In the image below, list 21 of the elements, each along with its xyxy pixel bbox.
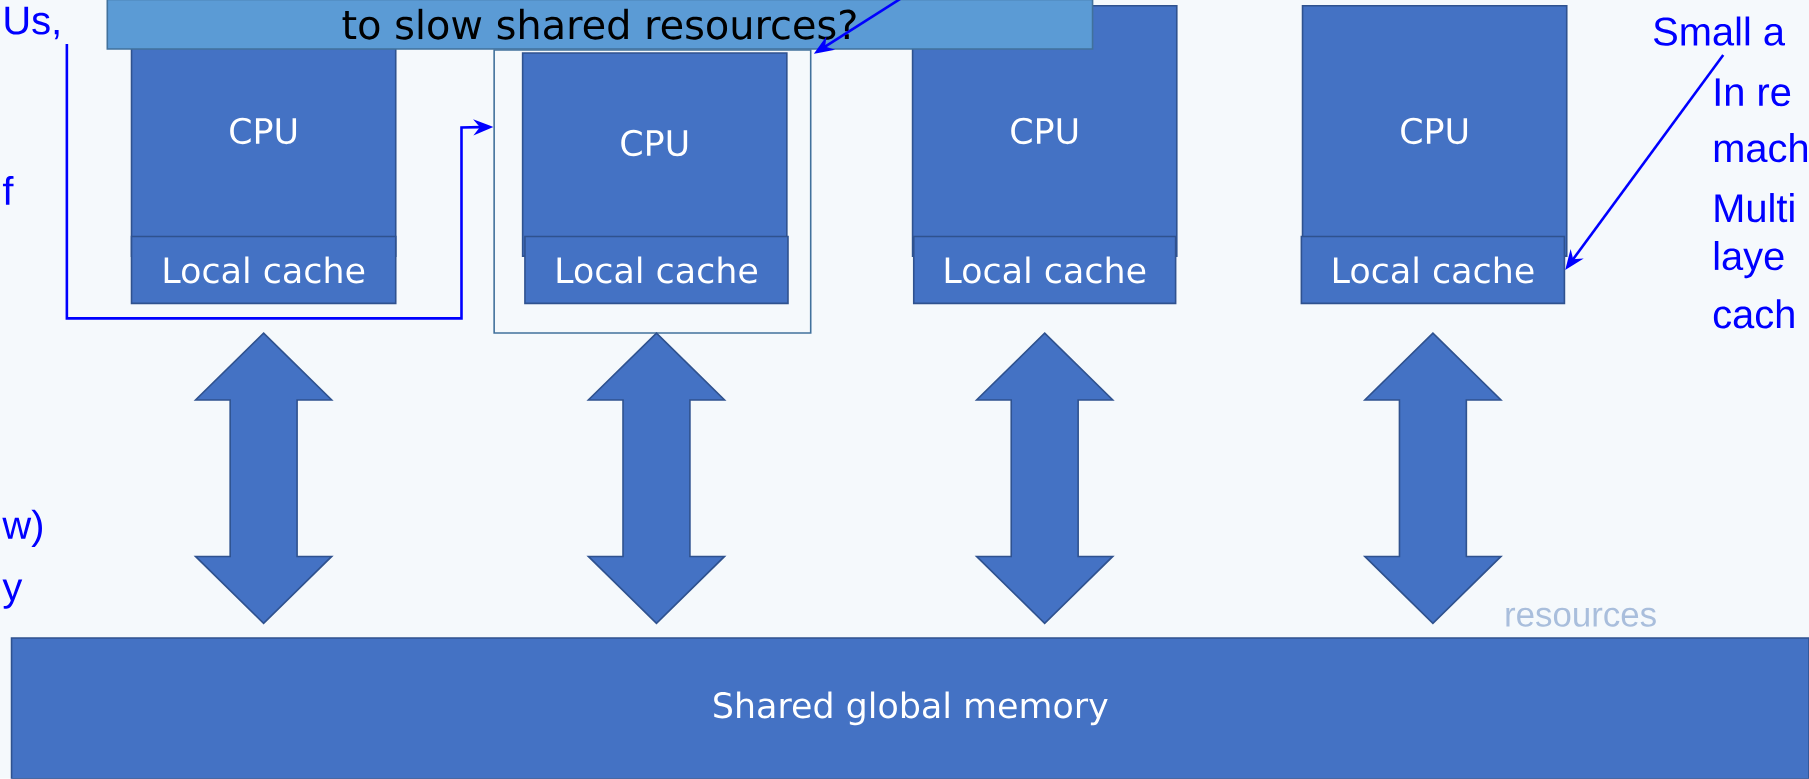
annotation-text: Us,	[5, 6, 59, 40]
annotation-text: w)	[2, 509, 42, 548]
annotation-text: mach	[1714, 133, 1807, 163]
annotation-text: laye	[1714, 241, 1784, 279]
cache-box: Local cache	[130, 235, 397, 305]
annotation-text: Multi	[1715, 193, 1794, 223]
double-block-arrow	[193, 332, 334, 625]
annotation-text: cach	[1713, 299, 1794, 329]
double-block-arrow	[586, 332, 727, 625]
cache-box: Local cache	[1300, 235, 1566, 305]
highlight-frame	[493, 49, 812, 334]
cache-box: Local cache	[524, 235, 789, 305]
annotation-text: Small a	[1654, 16, 1785, 46]
double-block-arrow	[1362, 332, 1503, 625]
annotation-text: f	[2, 176, 14, 205]
annotation-text: In re	[1715, 78, 1791, 107]
double-block-arrow	[974, 332, 1115, 625]
memory-bar: Shared global memory	[10, 637, 1809, 779]
banner-box: to slow shared resources?	[106, 0, 1094, 50]
cache-box: Local cache	[912, 235, 1177, 305]
annotation-text: y	[2, 579, 23, 609]
